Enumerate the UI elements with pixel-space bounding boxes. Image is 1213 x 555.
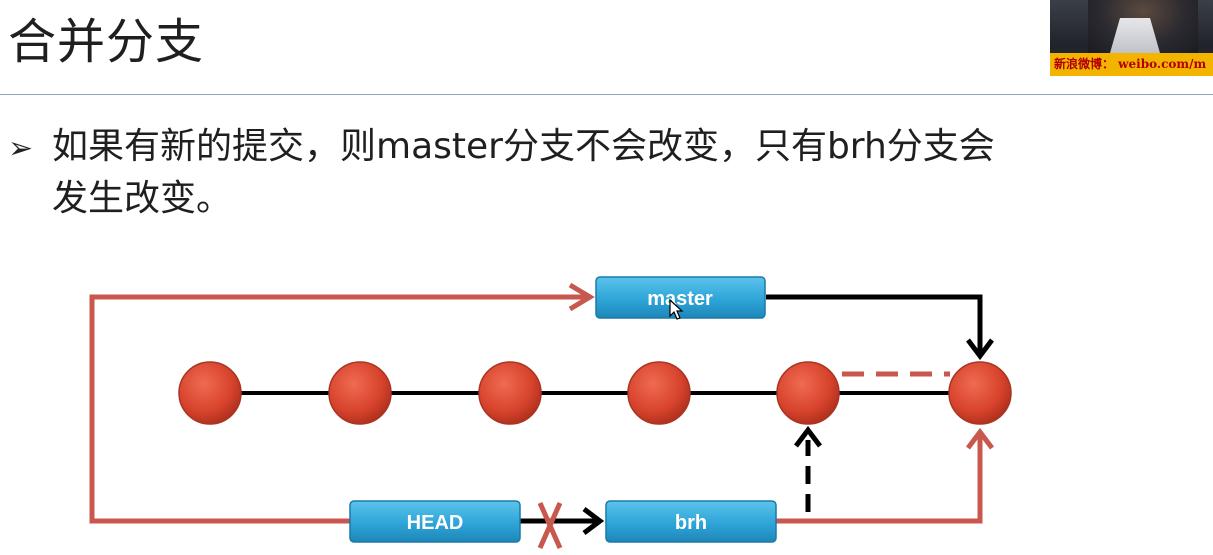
head-label: HEAD [349, 500, 521, 543]
brh-old-arrowhead [794, 425, 822, 448]
bullet-arrow-icon: ➢ [8, 131, 34, 166]
presenter-shirt [1110, 18, 1160, 53]
head-label-text: HEAD [407, 512, 464, 534]
commit-node-5 [776, 361, 840, 425]
head-to-master-pointer [89, 294, 590, 524]
commit-node-1 [178, 361, 242, 425]
slide-title: 合并分支 [8, 14, 205, 70]
bullet-text-line1: 如果有新的提交，则master分支不会改变，只有brh分支会 [52, 126, 995, 167]
commit-node-4 [627, 361, 691, 425]
brh-label-text: brh [675, 512, 707, 534]
brh-label: brh [605, 500, 777, 543]
commit-node-6 [948, 361, 1012, 425]
commit-node-2 [328, 361, 392, 425]
title-divider [0, 94, 1213, 95]
head-to-master-arrowhead [568, 282, 595, 312]
brh-to-commit-pointer [776, 432, 983, 524]
head-to-brh-arrowhead [582, 507, 605, 535]
master-to-commit-arrowhead [966, 338, 994, 361]
master-label: master [595, 276, 766, 319]
mouse-cursor-icon [669, 298, 684, 320]
cross-mark-b [537, 501, 563, 550]
master-to-commit-pointer [766, 294, 983, 356]
master-label-text: master [647, 288, 713, 310]
brh-to-commit-arrowhead [966, 427, 994, 450]
commit-node-3 [478, 361, 542, 425]
bullet-point: ➢ 如果有新的提交，则master分支不会改变，只有brh分支会 发生改变。 [8, 122, 1213, 224]
bullet-text-line2: 发生改变。 [52, 178, 233, 219]
webcam-caption: 新浪微博： weibo.com/m [1050, 53, 1213, 76]
webcam-overlay: 新浪微博： weibo.com/m [1050, 0, 1213, 76]
